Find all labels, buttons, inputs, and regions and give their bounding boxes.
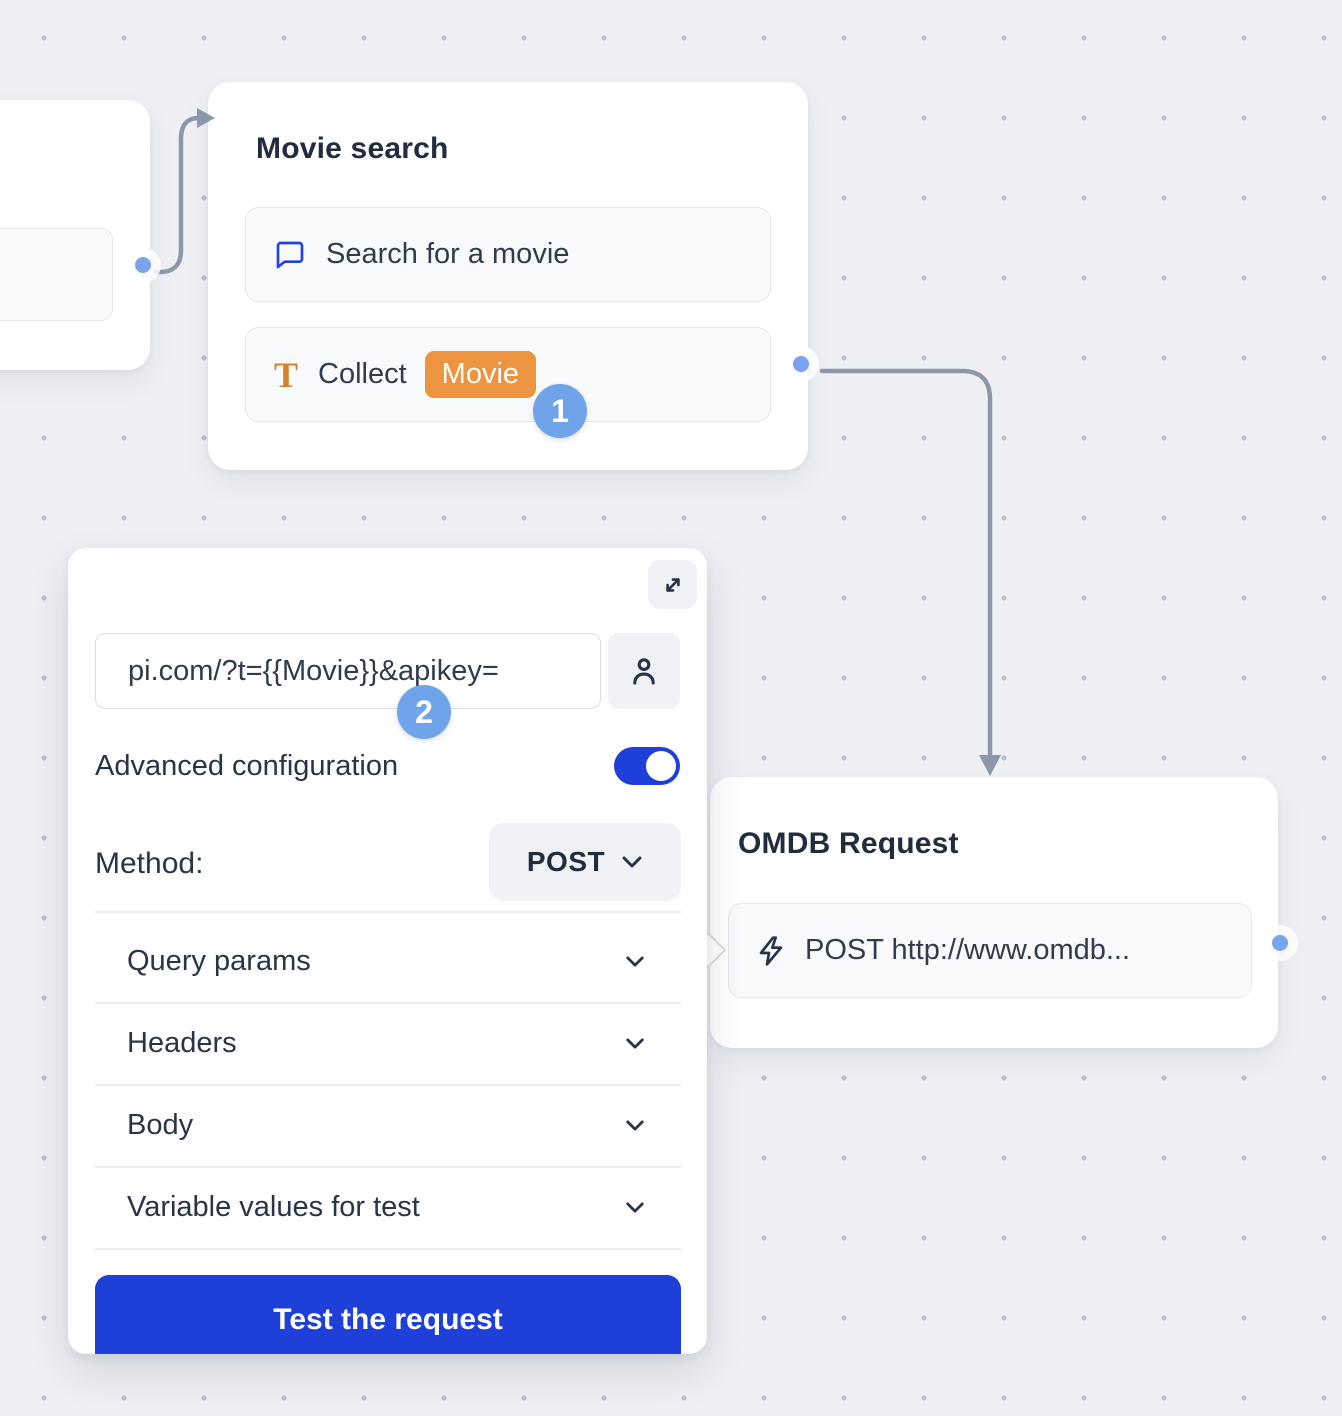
method-dropdown[interactable]: POST — [489, 823, 681, 901]
movie-search-title: Movie search — [256, 132, 449, 165]
chevron-down-icon — [626, 1120, 644, 1130]
output-port-movie-search[interactable] — [793, 356, 809, 372]
webhook-step-row[interactable]: POST http://www.omdb... — [728, 903, 1252, 998]
section-label: Variable values for test — [127, 1190, 420, 1223]
advanced-configuration-label: Advanced configuration — [95, 750, 399, 782]
section-headers[interactable]: Headers — [95, 1008, 681, 1078]
text-input-icon: T — [274, 354, 299, 395]
expand-button[interactable] — [648, 560, 697, 609]
movie-search-node[interactable]: Movie search Search for a movie T Collec… — [208, 82, 808, 470]
section-label: Headers — [127, 1026, 237, 1059]
advanced-configuration-toggle[interactable] — [614, 747, 680, 785]
expand-icon — [665, 577, 680, 592]
omdb-request-node[interactable]: OMDB Request POST http://www.omdb... — [710, 777, 1278, 1048]
section-label: Body — [127, 1108, 194, 1141]
test-request-button[interactable]: Test the request — [95, 1275, 681, 1354]
webhook-step-label: POST http://www.omdb... — [805, 934, 1131, 966]
person-icon — [633, 658, 655, 685]
divider — [95, 1248, 681, 1250]
chevron-down-icon — [626, 1038, 644, 1048]
divider — [95, 1166, 681, 1168]
chevron-down-icon — [626, 956, 644, 966]
insert-variable-button[interactable] — [608, 633, 680, 709]
question-step-label: Search for a movie — [326, 238, 570, 270]
output-port-omdb[interactable] — [1272, 935, 1288, 951]
toggle-knob — [646, 751, 676, 781]
url-input[interactable] — [95, 633, 601, 709]
method-label: Method: — [95, 847, 204, 880]
method-value: POST — [526, 846, 606, 877]
section-query-params[interactable]: Query params — [95, 926, 681, 996]
divider — [95, 1084, 681, 1086]
section-variable-values[interactable]: Variable values for test — [95, 1172, 681, 1242]
collect-step-label: Collect — [318, 358, 407, 390]
partial-node-row[interactable] — [0, 228, 113, 321]
section-label: Query params — [127, 944, 311, 977]
question-step-row[interactable]: Search for a movie — [245, 207, 771, 302]
output-port-left-node[interactable] — [135, 257, 151, 273]
chat-bubble-icon — [274, 239, 306, 271]
step-badge-2: 2 — [397, 685, 451, 739]
chevron-down-icon — [622, 856, 642, 868]
collect-step-row[interactable]: T Collect Movie — [245, 327, 771, 422]
lightning-icon — [755, 935, 787, 967]
divider — [95, 1002, 681, 1004]
divider — [95, 911, 681, 913]
section-body[interactable]: Body — [95, 1090, 681, 1160]
step-badge-1: 1 — [533, 384, 587, 438]
chevron-down-icon — [626, 1202, 644, 1212]
omdb-request-title: OMDB Request — [738, 827, 959, 860]
variable-badge-movie: Movie — [424, 351, 537, 398]
webhook-config-panel: Advanced configuration Method: POST Quer… — [68, 548, 707, 1354]
partial-node-left[interactable] — [0, 100, 150, 370]
test-request-label: Test the request — [273, 1303, 503, 1336]
